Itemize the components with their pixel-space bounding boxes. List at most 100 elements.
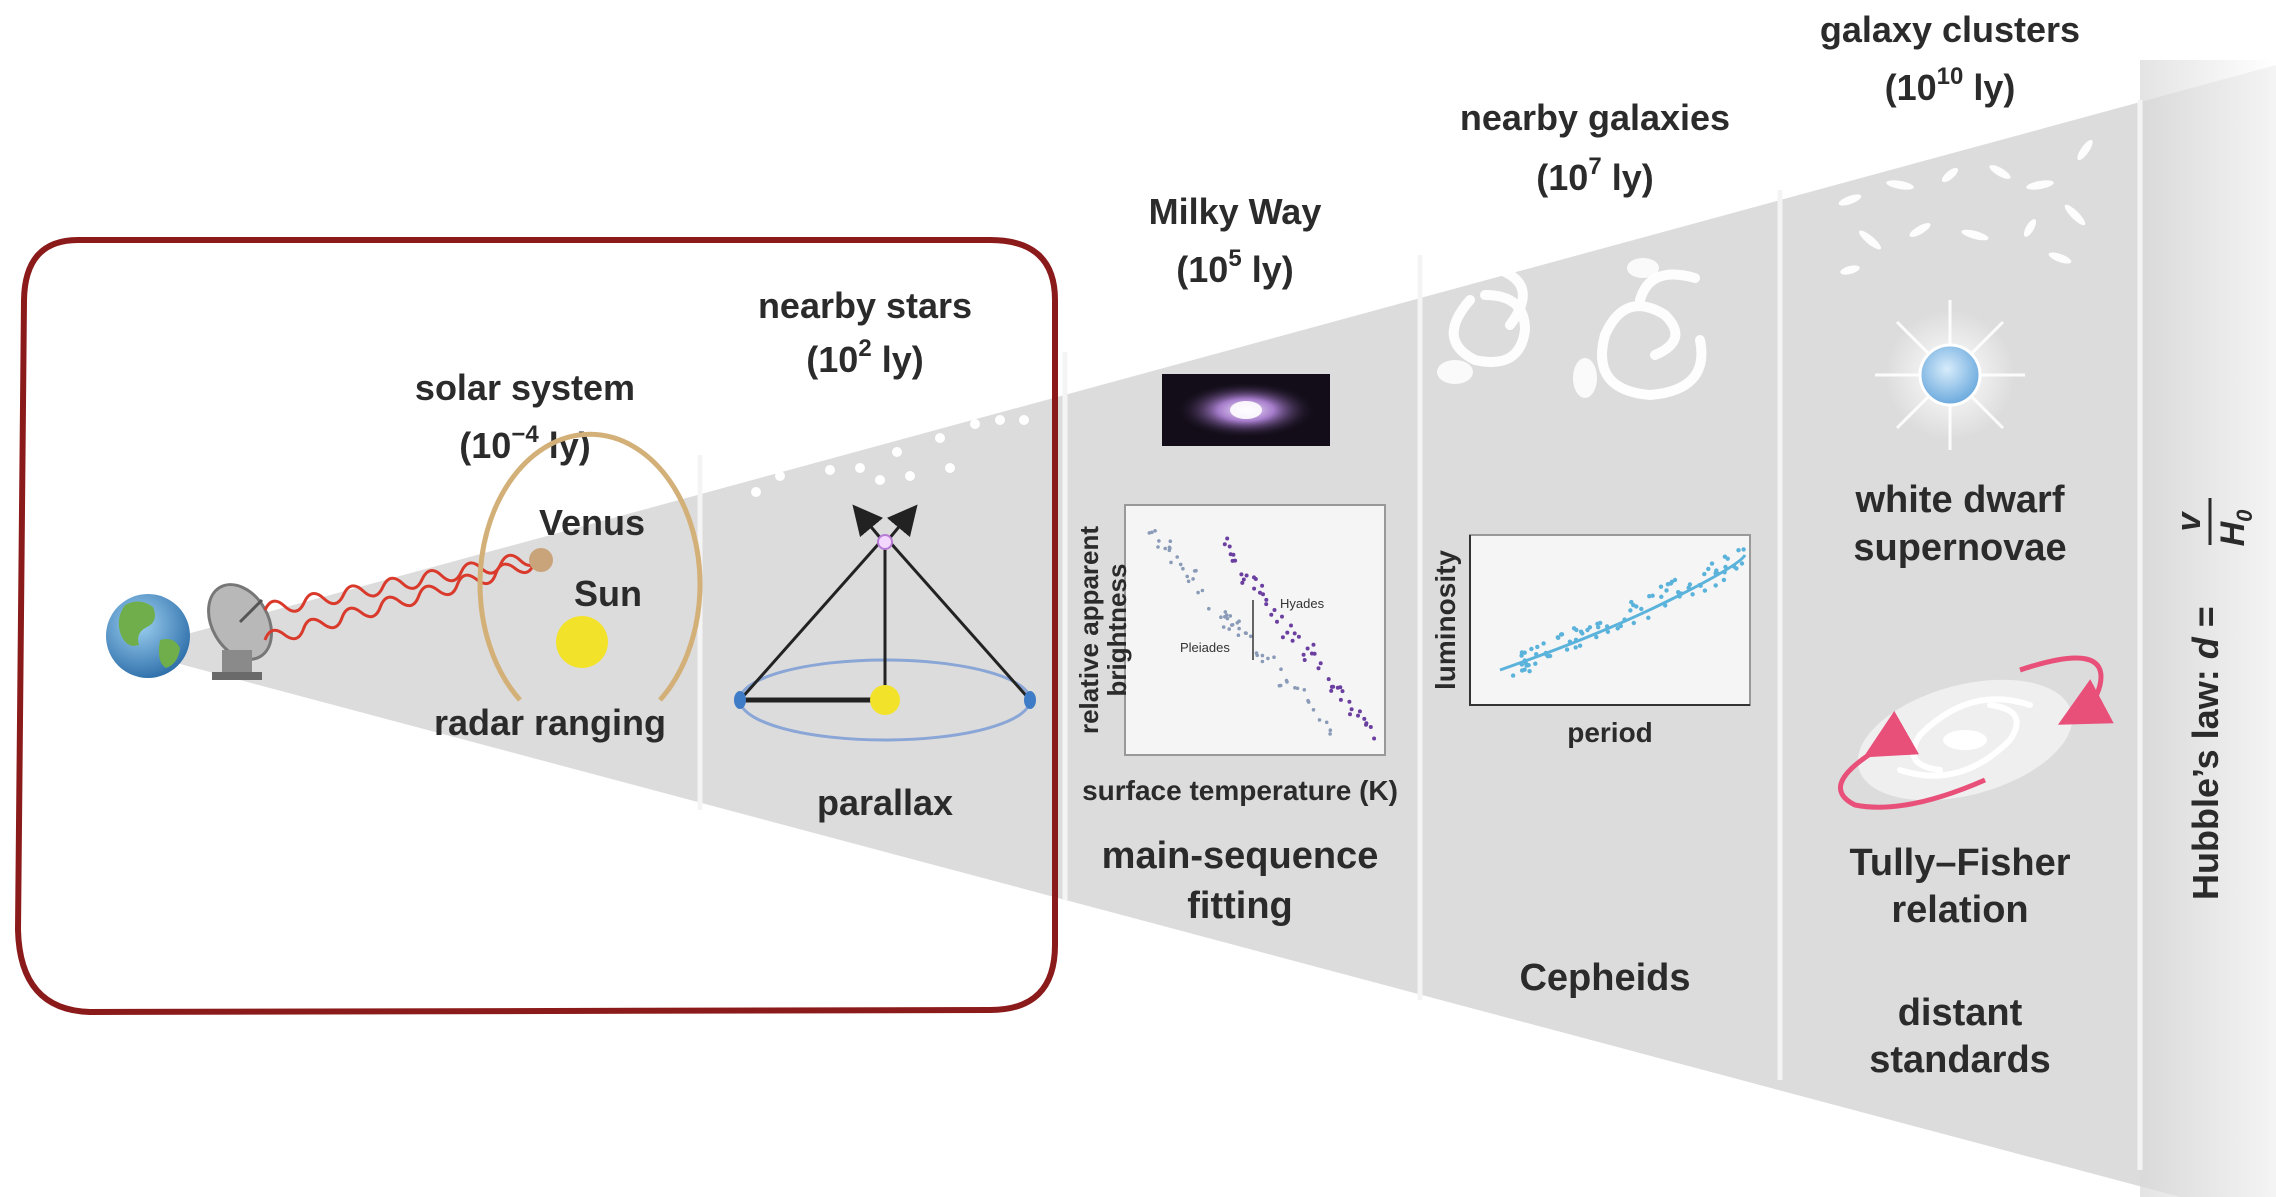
parallax-line-left — [738, 539, 884, 701]
hr-point — [1178, 562, 1183, 567]
cepheid-point — [1709, 561, 1715, 566]
hr-point — [1219, 615, 1223, 619]
cepheid-point — [1605, 629, 1611, 634]
hr-point — [1185, 574, 1189, 579]
hr-point — [1244, 573, 1249, 578]
hr-point — [1290, 638, 1295, 643]
hr-point — [1235, 621, 1240, 625]
method-white-dwarf: white dwarf — [1854, 479, 2064, 521]
hr-point — [1241, 577, 1246, 582]
cepheid-point — [1739, 561, 1745, 566]
hr-point — [1264, 597, 1269, 602]
hr-point — [1167, 548, 1172, 553]
cepheid-point — [1545, 654, 1551, 659]
elliptical-galaxy-icon — [1437, 360, 1473, 384]
cepheid-point — [1519, 668, 1525, 673]
cepheid-point — [1580, 631, 1585, 636]
hr-point — [1305, 646, 1310, 651]
hr-point — [1153, 529, 1157, 533]
hr-ylabel-line2: brightness — [1102, 564, 1132, 697]
venus-planet — [529, 548, 553, 572]
hr-point — [1340, 689, 1345, 694]
method-relation: relation — [1891, 889, 2028, 931]
hr-point — [1260, 653, 1265, 658]
heading-solar-system: solar system — [415, 367, 635, 408]
method-supernovae: supernovae — [1853, 527, 2066, 569]
hr-point — [1278, 683, 1283, 688]
hr-point — [1252, 575, 1256, 580]
cepheid-point — [1577, 643, 1583, 648]
hr-point — [1289, 623, 1293, 628]
hr-point — [1260, 659, 1265, 664]
hr-point — [1254, 651, 1259, 655]
spiral-galaxy-icon-2 — [1597, 269, 1707, 401]
cepheid-point — [1721, 577, 1727, 583]
background-stars — [745, 415, 1029, 497]
method-tully-fisher: Tully–Fisher — [1849, 842, 2070, 884]
radar-wave-return — [263, 562, 536, 641]
hr-point — [1200, 588, 1205, 593]
cepheid-point — [1647, 594, 1652, 599]
cepheid-point — [1595, 621, 1600, 626]
cepheid-point — [1558, 632, 1564, 637]
hubble-law-label: Hubble’s law: d = v H0 — [2170, 498, 2257, 900]
elliptical-galaxy-icon-3 — [1627, 258, 1659, 278]
cepheid-point — [1639, 606, 1644, 612]
label-sun: Sun — [574, 573, 642, 614]
hr-point — [1225, 616, 1230, 621]
hr-point — [1356, 713, 1360, 718]
cepheid-point — [1646, 615, 1651, 620]
cepheid-point — [1702, 571, 1707, 577]
method-fitting: fitting — [1187, 885, 1293, 927]
hr-point — [1196, 590, 1200, 595]
label-hyades: Hyades — [1280, 596, 1325, 611]
method-distant: distant — [1898, 992, 2023, 1034]
hr-point — [1240, 580, 1245, 585]
earth-position-right — [1024, 691, 1036, 709]
hr-point — [1221, 625, 1226, 629]
cone-right-fade — [2140, 60, 2276, 1197]
hr-point — [1233, 558, 1238, 563]
heading-galaxy-clusters: galaxy clusters — [1820, 9, 2080, 50]
hr-point — [1225, 536, 1230, 541]
cepheid-point — [1533, 661, 1538, 666]
hr-point — [1264, 602, 1269, 607]
cepheid-point — [1687, 582, 1693, 587]
hr-point — [1272, 608, 1277, 612]
label-pleiades: Pleiades — [1180, 640, 1230, 655]
hr-point — [1169, 560, 1173, 565]
cepheid-point — [1587, 625, 1593, 630]
hr-point — [1191, 577, 1195, 581]
hr-point — [1312, 651, 1317, 656]
hr-point — [1266, 656, 1270, 661]
cepheid-point — [1664, 588, 1669, 593]
scale-solar-system: (10−4 ly) — [459, 421, 590, 466]
cepheid-point — [1594, 634, 1599, 640]
cepheid-point — [1676, 590, 1681, 595]
hr-point — [1227, 544, 1232, 549]
hr-point — [1222, 542, 1227, 547]
hr-point — [1243, 631, 1248, 635]
hr-point — [1338, 697, 1343, 702]
highlight-box — [14, 237, 1058, 1016]
hr-point — [1228, 614, 1233, 618]
nearby-star-icon — [877, 534, 893, 550]
cepheid-point — [1564, 647, 1570, 652]
earth-icon — [106, 594, 190, 678]
cepheid-point — [1571, 626, 1577, 631]
hr-point — [1292, 631, 1297, 636]
hr-point — [1223, 615, 1227, 619]
cepheid-point — [1573, 645, 1578, 650]
galaxy-cluster-icon — [1838, 139, 2093, 275]
hr-point — [1326, 677, 1331, 682]
cepheid-point — [1529, 646, 1534, 652]
hr-point — [1331, 684, 1336, 689]
cepheid-point — [1615, 626, 1620, 631]
hr-point — [1236, 633, 1241, 637]
milky-way-image — [1162, 374, 1330, 446]
cepheid-point — [1659, 594, 1664, 599]
cepheid-point — [1519, 653, 1524, 658]
hr-point — [1231, 552, 1236, 557]
cepheid-xlabel: period — [1567, 717, 1653, 748]
